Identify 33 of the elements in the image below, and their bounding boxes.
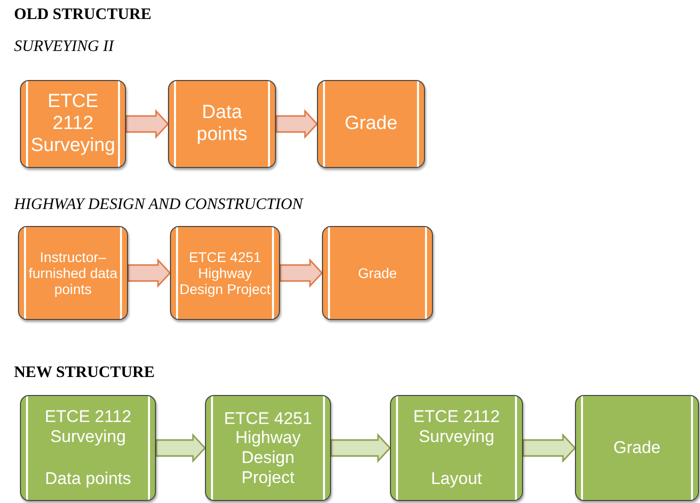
box-text: Grade bbox=[357, 264, 398, 282]
process-box bbox=[322, 226, 433, 320]
box-text: ETCE 4251 Highway Design Project bbox=[178, 248, 272, 298]
section-heading: HIGHWAY DESIGN AND CONSTRUCTION bbox=[14, 196, 303, 214]
box-text: Data points bbox=[196, 102, 248, 146]
box-text: Data points bbox=[44, 469, 132, 489]
block-arrow bbox=[155, 433, 206, 463]
process-box bbox=[575, 395, 699, 501]
process-box bbox=[18, 226, 128, 320]
block-arrow bbox=[127, 258, 172, 288]
process-box bbox=[20, 80, 126, 168]
box-text: Layout bbox=[430, 469, 484, 489]
process-box bbox=[170, 226, 280, 320]
box-text: Instructor–furnished data points bbox=[28, 248, 118, 298]
process-box bbox=[205, 395, 331, 501]
process-box bbox=[390, 395, 523, 501]
block-arrow bbox=[522, 433, 576, 463]
box-text: ETCE 2112 Surveying bbox=[30, 91, 116, 157]
box-text: Grade bbox=[612, 438, 662, 458]
block-arrow bbox=[275, 109, 318, 139]
block-arrow bbox=[330, 433, 392, 463]
section-heading: SURVEYING II bbox=[14, 38, 114, 56]
box-text: ETCE 2112 Surveying bbox=[412, 407, 501, 446]
block-arrow bbox=[279, 258, 324, 288]
box-text: Grade bbox=[344, 113, 398, 135]
section-heading: OLD STRUCTURE bbox=[14, 6, 152, 24]
process-box bbox=[317, 80, 425, 168]
box-text: ETCE 4251 Highway Design Project bbox=[223, 408, 313, 488]
block-arrow bbox=[125, 109, 170, 139]
process-box bbox=[20, 395, 156, 501]
box-text: ETCE 2112 Surveying bbox=[44, 407, 132, 446]
section-heading: NEW STRUCTURE bbox=[14, 364, 155, 382]
process-box bbox=[168, 80, 276, 168]
